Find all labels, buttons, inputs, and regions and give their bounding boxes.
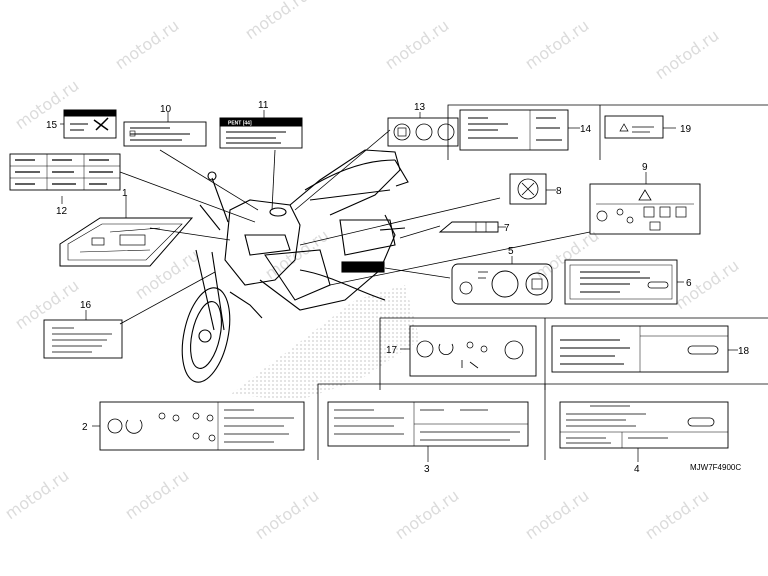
callout-3: 3	[424, 464, 430, 475]
watermark-text: motod.ru	[381, 16, 452, 74]
label-13-icons-sticker	[387, 117, 459, 147]
watermark-text: motod.ru	[391, 486, 462, 544]
label-8-sticker	[509, 173, 547, 205]
callout-4: 4	[634, 464, 640, 475]
callout-1: 1	[122, 188, 128, 199]
watermark-text: motod.ru	[111, 16, 182, 74]
label-15-sticker	[63, 109, 117, 139]
callout-12: 12	[56, 206, 68, 217]
callout-15: 15	[46, 120, 58, 131]
callout-9: 9	[642, 162, 648, 173]
label-9-warning-sticker	[589, 183, 701, 235]
watermark-text: motod.ru	[641, 486, 712, 544]
label-6-sticker	[564, 259, 678, 305]
callout-16: 16	[80, 300, 92, 311]
ground-shadow	[230, 285, 420, 400]
label-7-strip	[438, 221, 499, 233]
callout-2: 2	[82, 422, 88, 433]
label-18-sticker	[551, 325, 729, 373]
label-2-long-sticker	[99, 401, 305, 451]
callout-18: 18	[738, 346, 750, 357]
callout-14: 14	[580, 124, 592, 135]
callout-13: 13	[414, 102, 426, 113]
label-1-diamond-decal	[59, 217, 194, 267]
leader-lines	[119, 129, 591, 325]
label-16-sticker	[43, 319, 123, 359]
watermark-text: motod.ru	[251, 486, 322, 544]
motorcycle-illustration	[181, 149, 409, 383]
callout-19: 19	[680, 124, 692, 135]
label-11-title: PENT [44]	[228, 121, 252, 127]
callout-6: 6	[686, 278, 692, 289]
label-19-warning-sticker	[604, 115, 664, 139]
watermark-text: motod.ru	[121, 466, 192, 524]
callout-10: 10	[160, 104, 172, 115]
callout-ticks	[60, 110, 738, 462]
label-14-sticker	[459, 109, 569, 151]
callout-17: 17	[386, 345, 398, 356]
callout-5: 5	[508, 246, 514, 257]
callout-11: 11	[258, 100, 269, 111]
callout-7: 7	[504, 223, 510, 234]
watermark-text: motod.ru	[241, 0, 312, 43]
label-5-rounded-sticker	[451, 263, 553, 305]
watermark-text: motod.ru	[521, 486, 592, 544]
label-11-sticker	[219, 117, 303, 149]
label-3-wide-sticker	[327, 401, 529, 447]
callout-8: 8	[556, 186, 562, 197]
watermark-text: motod.ru	[521, 16, 592, 74]
diagram-code: MJW7F4900C	[690, 463, 741, 472]
label-10-sticker	[123, 121, 207, 147]
label-17-icons-sticker	[409, 325, 537, 377]
label-4-sticker	[559, 401, 729, 449]
watermark-text: motod.ru	[671, 256, 742, 314]
label-12-table-sticker	[9, 153, 121, 191]
watermark-text: motod.ru	[1, 466, 72, 524]
watermark-text: motod.ru	[11, 276, 82, 334]
watermark-text: motod.ru	[131, 246, 202, 304]
watermark-text: motod.ru	[651, 26, 722, 84]
